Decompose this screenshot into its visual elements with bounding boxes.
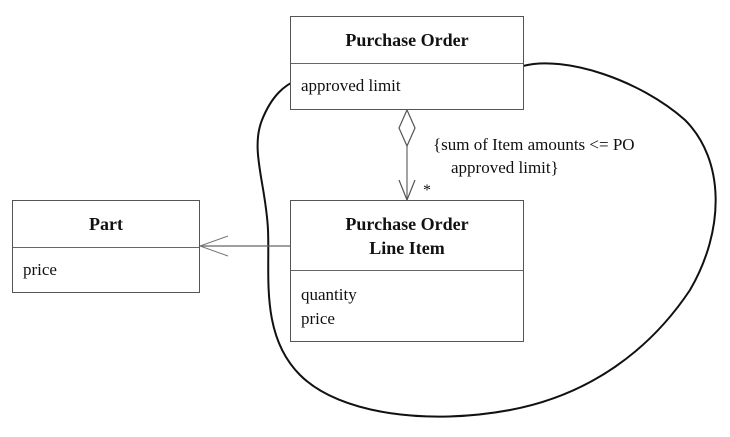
attribute-approved-limit: approved limit — [301, 76, 401, 95]
class-line-item-attributes: quantity price — [291, 271, 523, 337]
constraint-line-1: {sum of Item amounts <= PO — [433, 135, 635, 154]
aggregation-diamond-icon — [398, 108, 416, 148]
class-line-item-name: Purchase Order Line Item — [291, 201, 523, 271]
class-line-item-name-line1: Purchase Order — [345, 213, 469, 234]
association-arrowhead-icon — [198, 235, 229, 257]
attribute-price: price — [301, 309, 335, 328]
class-purchase-order: Purchase Order approved limit — [290, 16, 524, 110]
class-part: Part price — [12, 200, 200, 293]
constraint-boundary-curve — [256, 62, 717, 418]
class-purchase-order-line-item: Purchase Order Line Item quantity price — [290, 200, 524, 342]
constraint-line-2: approved limit} — [451, 158, 559, 177]
class-purchase-order-name: Purchase Order — [291, 17, 523, 64]
attribute-part-price: price — [23, 260, 57, 279]
class-purchase-order-attributes: approved limit — [291, 64, 523, 104]
class-line-item-name-line2: Line Item — [369, 237, 445, 258]
aggregation-multiplicity: * — [423, 182, 431, 199]
class-part-attributes: price — [13, 248, 199, 288]
attribute-quantity: quantity — [301, 285, 357, 304]
class-part-name: Part — [13, 201, 199, 248]
constraint-note: {sum of Item amounts <= PO approved limi… — [433, 133, 703, 179]
